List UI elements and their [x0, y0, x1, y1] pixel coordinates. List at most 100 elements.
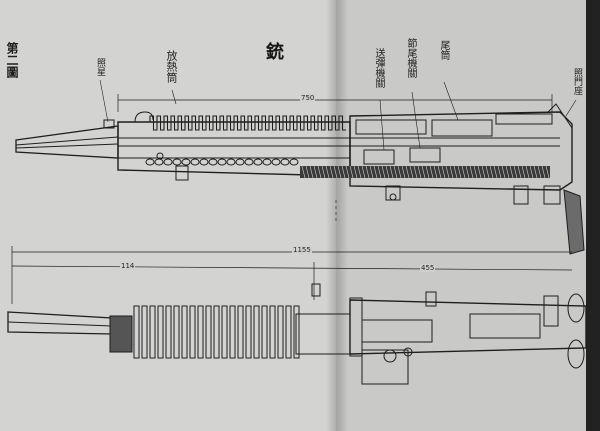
figure-label: 第二圖 [5, 42, 19, 78]
spring-coil [385, 165, 390, 179]
spring-coil [317, 165, 322, 179]
spring-coil [501, 165, 506, 179]
spring-coil [417, 165, 422, 179]
tail-tube-housing [431, 119, 493, 137]
left-page [0, 0, 336, 431]
fin-ring [208, 158, 218, 166]
fin-ring [253, 158, 263, 166]
spring-coil [305, 165, 310, 179]
spring-coil [405, 165, 410, 179]
spring-coil [445, 165, 450, 179]
callout-cooling-fins: 放熱筒 [165, 50, 178, 83]
plan-fin [245, 305, 252, 359]
plan-bolt-housing [469, 313, 541, 339]
dimension-barrel: 750 [300, 94, 316, 102]
plan-rear-sight [543, 295, 559, 327]
feed-cover [355, 119, 427, 135]
spring-coil [437, 165, 442, 179]
cooling-fins-upper [149, 115, 346, 131]
figure-title: 銃 [266, 42, 284, 63]
mount-pin [389, 193, 397, 201]
plan-grip-bottom [567, 339, 585, 369]
spring-coil [465, 165, 470, 179]
barrel-bore-line [15, 136, 119, 146]
leader-front-sight [99, 79, 109, 123]
plan-fin [261, 305, 268, 359]
leader-selector [379, 99, 385, 151]
plan-fin [157, 305, 164, 359]
spring-coil [373, 165, 378, 179]
spring-coil [301, 165, 306, 179]
plan-mount-pin [383, 349, 397, 363]
spring-coil [433, 165, 438, 179]
plan-fin-base [295, 313, 351, 355]
plan-receiver [349, 299, 587, 355]
spring-coil [333, 165, 338, 179]
plan-fin [141, 305, 148, 359]
plan-fin [293, 305, 300, 359]
callout-selector: 送彈機關 [373, 48, 384, 88]
receiver-body [349, 111, 573, 191]
spring-coil [493, 165, 498, 179]
spring-coil [485, 165, 490, 179]
dimension-overall: 1155 [292, 246, 312, 254]
plan-fin [237, 305, 244, 359]
mount-lug [385, 185, 401, 201]
right-page [336, 0, 600, 431]
spring-coil [409, 165, 414, 179]
spring-coil [517, 165, 522, 179]
gas-port [156, 152, 164, 160]
spring-coil [357, 165, 362, 179]
spring-coil [453, 165, 458, 179]
spring-coil [537, 165, 542, 179]
fin-ring [280, 158, 290, 166]
fin-ring [244, 158, 254, 166]
dim-line-sections [11, 265, 573, 271]
spring-coil [441, 165, 446, 179]
spring-coil [425, 165, 430, 179]
book-gutter [326, 0, 348, 431]
page-edge [586, 0, 600, 431]
dimension-lines [11, 94, 573, 304]
plan-fin [253, 305, 260, 359]
callout-front-sight: 照星 [95, 58, 105, 76]
plan-cooling-fins [133, 305, 300, 359]
spring-coil [381, 165, 386, 179]
plan-fin [189, 305, 196, 359]
spring-coil [309, 165, 314, 179]
plan-fin [213, 305, 220, 359]
spring-coil [457, 165, 462, 179]
leader-buffer [411, 91, 421, 149]
selector-mechanism [363, 149, 395, 165]
fin-ring [181, 158, 191, 166]
plan-grip-top [567, 293, 585, 323]
fin-ring [199, 158, 209, 166]
plan-fin [165, 305, 172, 359]
dimension-front: 114 [120, 262, 136, 270]
plan-fin [173, 305, 180, 359]
spring-coil [361, 165, 366, 179]
plan-fin [133, 305, 140, 359]
rear-sight-leaf [547, 103, 573, 129]
buffer-mechanism [409, 147, 441, 163]
spring-coil [525, 165, 530, 179]
spring-coil [473, 165, 478, 179]
spring-coil [341, 165, 346, 179]
plan-barrel-line [7, 321, 113, 327]
rear-mount [543, 185, 561, 205]
spring-coil [389, 165, 394, 179]
plan-fin [277, 305, 284, 359]
plan-fin [149, 305, 156, 359]
spring-coil [401, 165, 406, 179]
leader-tail-tube [443, 81, 459, 121]
spring-coil [313, 165, 318, 179]
barrel-bore-line [15, 143, 119, 149]
plan-fin [285, 305, 292, 359]
plan-fin [269, 305, 276, 359]
plan-mount [361, 349, 409, 385]
spring-coil [497, 165, 502, 179]
plan-adjust-knob [403, 347, 413, 357]
spring-coil [349, 165, 354, 179]
rear-sight-rail [495, 113, 553, 125]
